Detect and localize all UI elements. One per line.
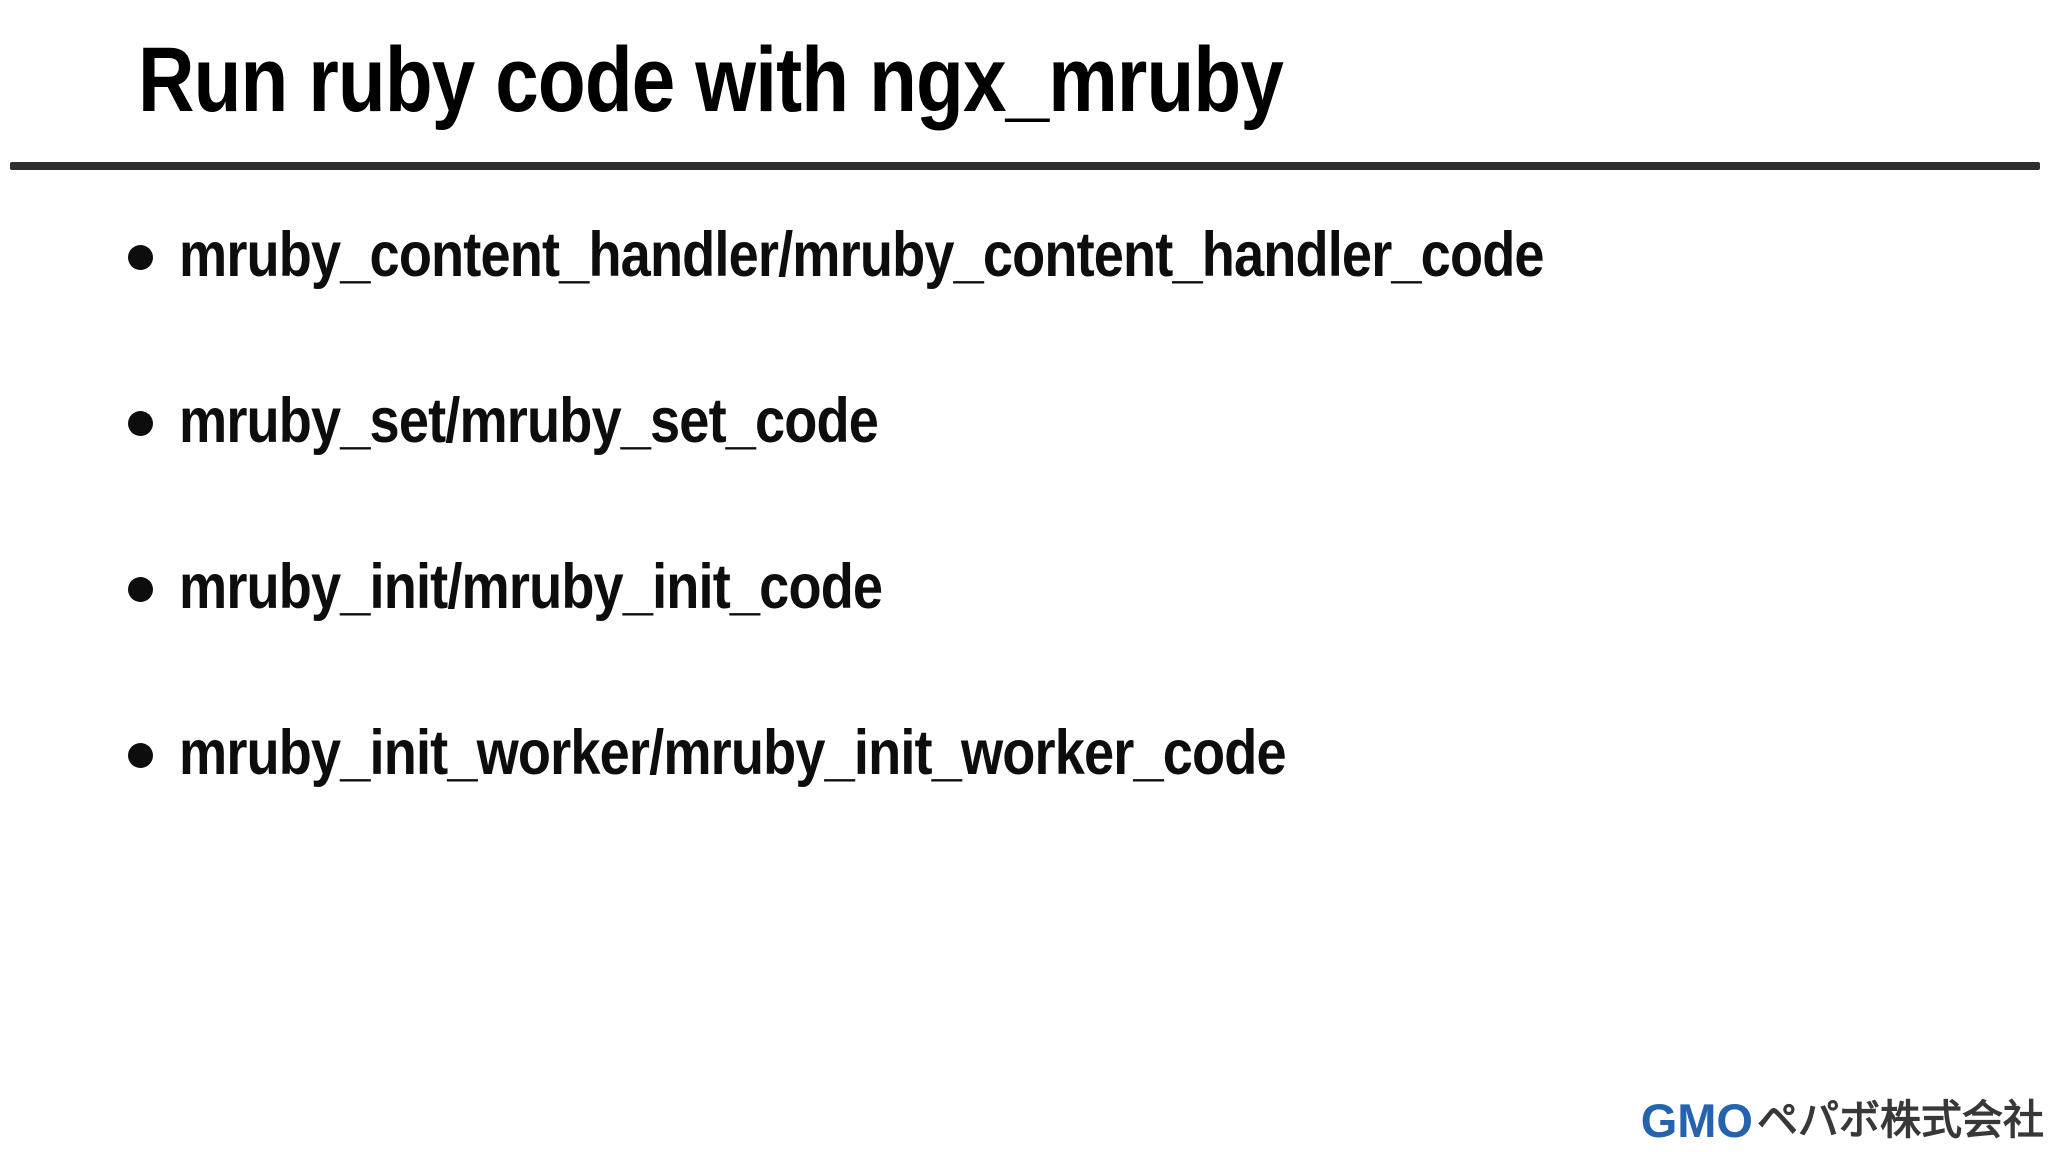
gmo-logo-text: GMO: [1640, 1094, 1753, 1147]
gmo-pepabo-logo: GMO ペパボ株式会社: [1641, 1097, 2044, 1144]
bullet-icon: [128, 742, 153, 768]
list-item: mruby_set/mruby_set_code: [128, 386, 1766, 456]
bullet-text-mruby-init-worker: mruby_init_worker/mruby_init_worker_code: [179, 718, 1287, 788]
list-item: mruby_init_worker/mruby_init_worker_code: [128, 718, 1766, 788]
bullet-text-mruby-init: mruby_init/mruby_init_code: [179, 552, 883, 622]
bullet-icon: [128, 410, 153, 436]
bullet-text-mruby-content-handler: mruby_content_handler/mruby_content_hand…: [179, 220, 1545, 290]
list-item: mruby_content_handler/mruby_content_hand…: [128, 220, 1766, 290]
bullet-icon: [128, 576, 153, 602]
list-item: mruby_init/mruby_init_code: [128, 552, 1766, 622]
title-divider-rule: [10, 162, 2040, 170]
slide-title: Run ruby code with ngx_mruby: [138, 29, 1284, 131]
bullet-text-mruby-set: mruby_set/mruby_set_code: [179, 386, 879, 456]
bullet-list: mruby_content_handler/mruby_content_hand…: [128, 220, 1766, 884]
bullet-icon: [128, 244, 153, 270]
pepabo-company-name: ペパボ株式会社: [1757, 1096, 2044, 1144]
